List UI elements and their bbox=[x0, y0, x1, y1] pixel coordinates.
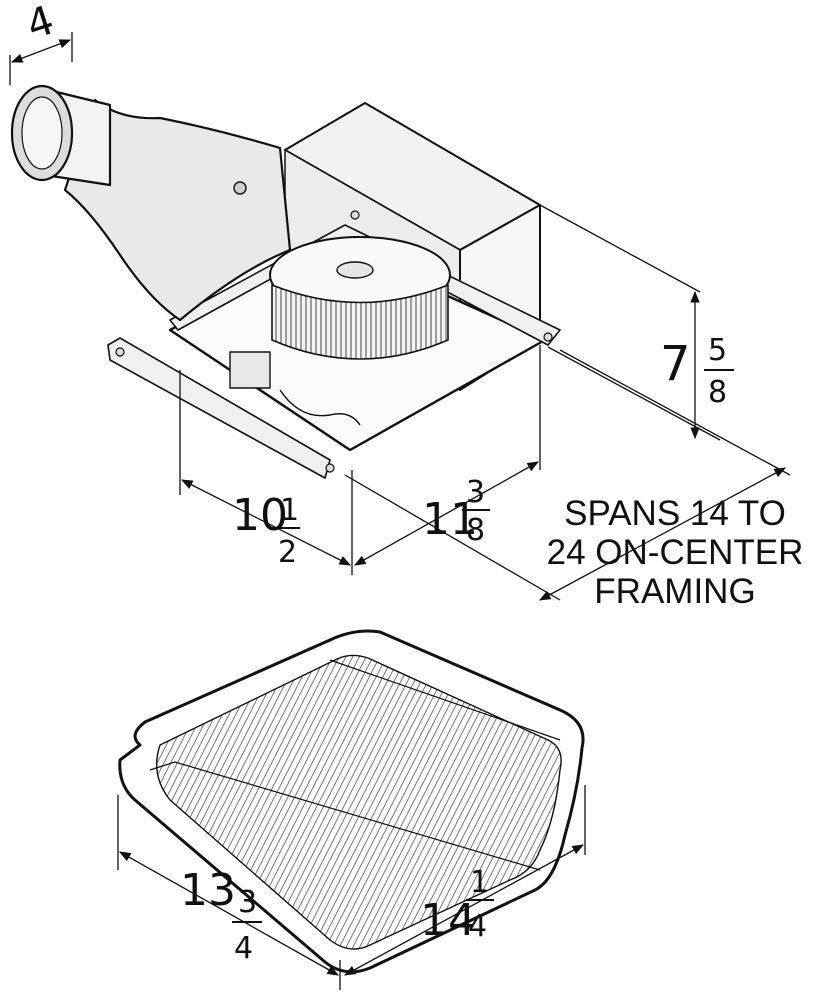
dim-grille-width-den: 4 bbox=[234, 931, 253, 966]
dim-grille-length-whole: 14 bbox=[420, 895, 476, 946]
dim-housing-width-num: 1 bbox=[280, 493, 299, 528]
fan-housing bbox=[107, 102, 561, 479]
wiring-box bbox=[229, 351, 271, 389]
dim-grille-length: 14 1 4 bbox=[420, 865, 494, 946]
framing-note-line-2: 24 ON-CENTER bbox=[546, 533, 804, 572]
dim-housing-length-whole: 11 bbox=[422, 494, 478, 545]
duct-transition bbox=[63, 98, 292, 322]
dim-housing-length: 11 3 8 bbox=[422, 475, 490, 548]
dim-grille-width: 13 3 4 bbox=[180, 865, 262, 966]
framing-note: SPANS 14 TO 24 ON-CENTER FRAMING bbox=[530, 494, 818, 611]
framing-note-line-3: FRAMING bbox=[594, 572, 756, 611]
dim-duct-whole: 4 bbox=[21, 0, 59, 49]
dim-grille-length-den: 4 bbox=[468, 909, 487, 944]
dim-grille-length-num: 1 bbox=[470, 865, 489, 900]
mounting-bracket-top bbox=[169, 224, 561, 346]
dim-housing-height: 7 5 8 bbox=[660, 333, 734, 410]
framing-note-line-1: SPANS 14 TO bbox=[564, 494, 786, 533]
blower-wheel bbox=[271, 284, 449, 360]
grille bbox=[118, 629, 585, 974]
duct-adapter bbox=[10, 84, 292, 322]
dim-housing-width: 10 1 2 bbox=[232, 490, 300, 570]
dim-housing-length-num: 3 bbox=[466, 475, 485, 510]
dim-housing-height-den: 8 bbox=[708, 375, 727, 410]
dim-housing-height-whole: 7 bbox=[660, 336, 691, 392]
dim-housing-width-whole: 10 bbox=[232, 490, 288, 541]
dimension-lines bbox=[9, 32, 791, 990]
dim-grille-width-whole: 13 bbox=[180, 865, 236, 916]
dim-housing-width-den: 2 bbox=[278, 535, 297, 570]
dim-housing-height-num: 5 bbox=[708, 333, 727, 368]
dim-housing-length-den: 8 bbox=[466, 513, 485, 548]
dim-grille-width-num: 3 bbox=[238, 885, 257, 920]
